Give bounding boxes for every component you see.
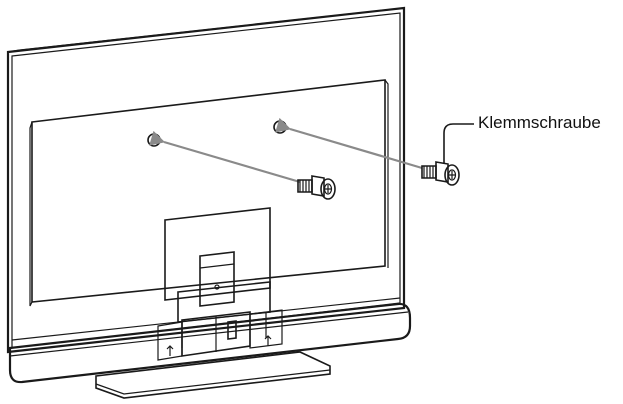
- screw-hole-left: [147, 133, 161, 147]
- stand-base: [8, 302, 412, 399]
- arrow-right-screw: [275, 117, 423, 170]
- arrow-left-screw: [149, 130, 301, 184]
- clamp-screw-right-icon: [421, 161, 460, 186]
- clamp-screw-label: Klemmschraube: [478, 113, 601, 132]
- callout-leader-line: [443, 123, 474, 163]
- clamp-screw-left-icon: [297, 175, 336, 200]
- stand-neck: [164, 207, 271, 348]
- tv-back-panel: [6, 6, 406, 354]
- screw-hole-right: [273, 120, 287, 134]
